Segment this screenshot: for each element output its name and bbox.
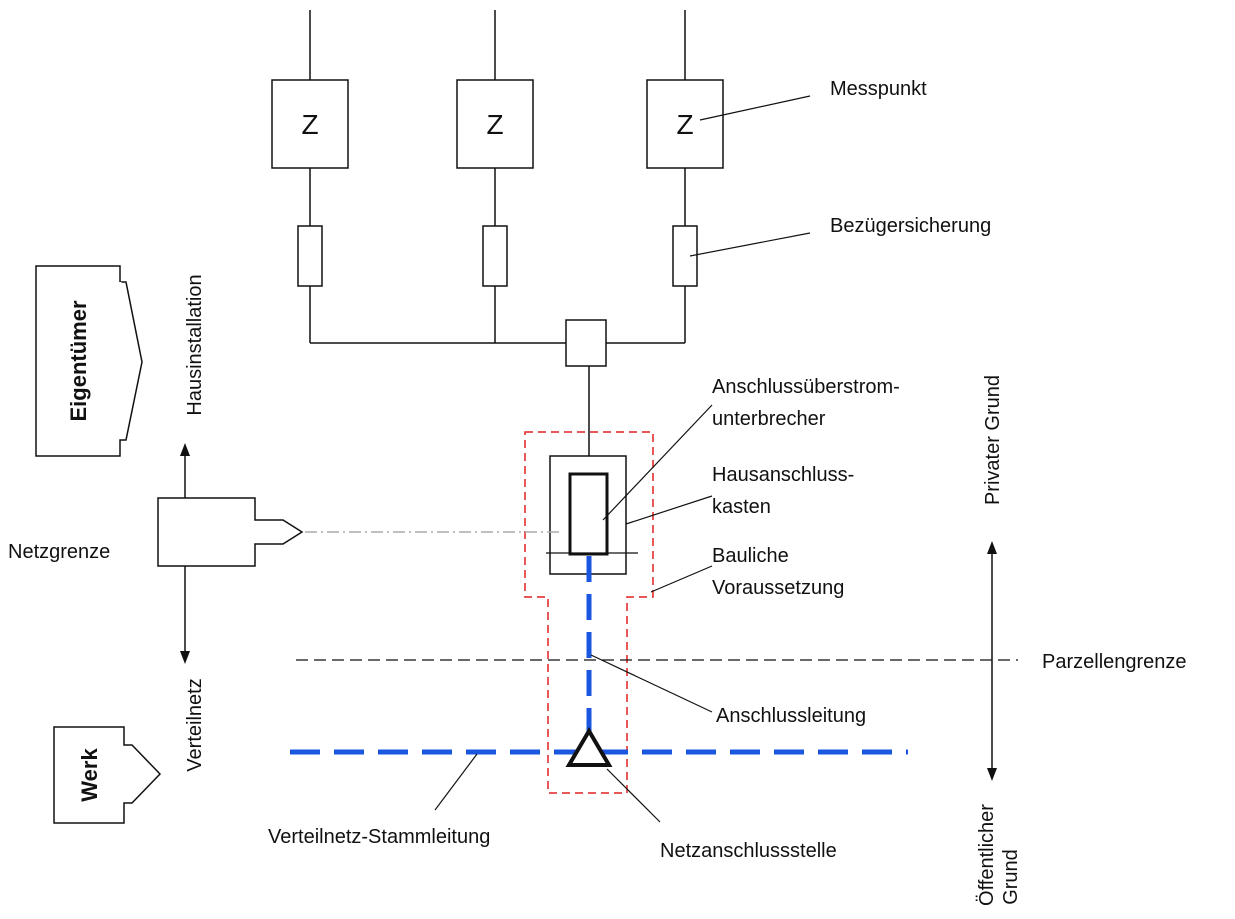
label-bauliche-line2: Voraussetzung [712,577,844,599]
label-verteilnetz-stammleitung: Verteilnetz-Stammleitung [268,826,490,848]
leader-lines [434,95,811,823]
meter-3-symbol: Z [676,109,693,140]
meter-3: Z [646,79,724,169]
grid-connection-point-symbol [565,727,613,767]
label-eigentuemer: Eigentümer [66,300,91,421]
meter-to-fuse-lines [309,168,686,226]
meter-2: Z [456,79,534,169]
utility-box [53,726,162,824]
meter-1: Z [271,79,349,169]
label-hausanschluss-line1: Hausanschluss- [712,464,854,486]
meter-1-symbol: Z [301,109,318,140]
label-anschlussleitung: Anschlussleitung [716,705,866,727]
consumer-fuse-1 [297,225,323,287]
label-anschlussueberstrom-line1: Anschlussüberstrom- [712,376,900,398]
label-netzanschlussstelle: Netzanschlussstelle [660,840,837,862]
meter-feed-lines [309,10,686,80]
ground-arrow-vertical [987,541,997,781]
label-oeffentlicher-grund-line2: Grund [1000,849,1022,905]
label-anschlussueberstrom-line2: unterbrecher [712,408,826,430]
ownership-arrow-vertical [180,443,190,664]
label-netzgrenze: Netzgrenze [8,541,110,563]
label-bezuegersicherung: Bezügersicherung [830,215,991,237]
label-parzellengrenze: Parzellengrenze [1042,651,1187,673]
structural-requirement-outline [524,431,654,794]
connection-overcurrent-breaker [568,472,609,556]
grid-boundary-box [157,497,304,567]
label-privater-grund: Privater Grund [982,375,1004,505]
junction-box [565,319,607,367]
owner-box [35,265,143,457]
label-messpunkt: Messpunkt [830,78,927,100]
consumer-fuses [297,225,698,287]
label-hausanschluss-line2: kasten [712,496,771,518]
consumer-fuse-2 [482,225,508,287]
label-hausinstallation: Hausinstallation [184,274,206,415]
consumer-fuse-3 [672,225,698,287]
meter-2-symbol: Z [486,109,503,140]
label-bauliche-line1: Bauliche [712,545,789,567]
busbar [309,286,686,344]
label-oeffentlicher-grund-line1: Öffentlicher [976,804,998,906]
label-verteilnetz: Verteilnetz [184,678,206,771]
label-werk: Werk [77,748,102,802]
